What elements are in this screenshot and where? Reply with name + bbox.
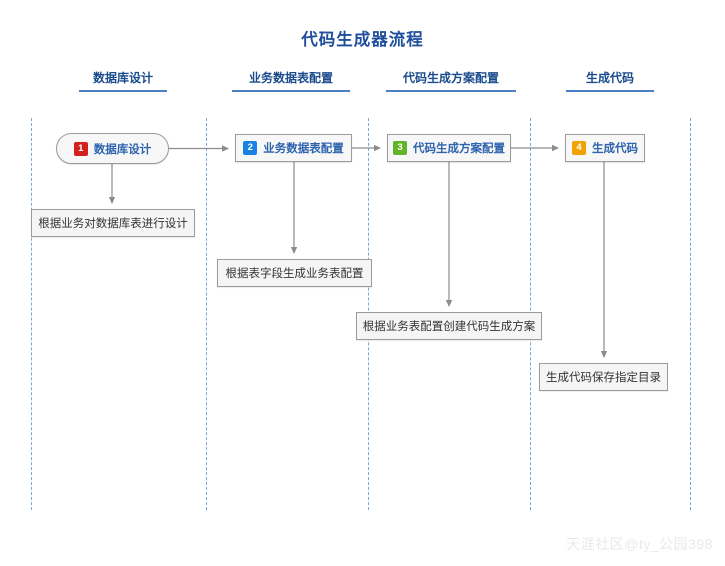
step-badge-4: 4	[572, 141, 586, 155]
lane-divider-1	[31, 118, 32, 510]
flow-node-generate-code[interactable]: 4 生成代码	[565, 134, 645, 162]
flow-node-label: 数据库设计	[93, 143, 152, 156]
description-box-generate-code: 生成代码保存指定目录	[539, 363, 668, 391]
flow-node-label: 业务数据表配置	[263, 143, 344, 155]
flow-node-database-design[interactable]: 1 数据库设计	[56, 133, 169, 164]
description-box-business-table-config: 根据表字段生成业务表配置	[217, 259, 372, 287]
watermark: 天涯社区@ty_公园398	[566, 536, 713, 552]
lane-header-codegen-plan-config: 代码生成方案配置	[386, 70, 516, 92]
step-badge-2: 2	[243, 141, 258, 155]
lane-header-business-table-config: 业务数据表配置	[232, 70, 350, 92]
page-title: 代码生成器流程	[301, 31, 424, 49]
lane-header-generate-code: 生成代码	[566, 70, 654, 92]
lane-divider-2	[206, 118, 207, 510]
step-badge-1: 1	[73, 141, 88, 156]
lane-header-database-design: 数据库设计	[79, 70, 167, 92]
flow-node-label: 代码生成方案配置	[413, 143, 505, 155]
flow-node-codegen-plan-config[interactable]: 3 代码生成方案配置	[387, 134, 511, 162]
description-box-database-design: 根据业务对数据库表进行设计	[31, 209, 195, 237]
flow-node-label: 生成代码	[592, 143, 638, 155]
lane-divider-5	[690, 118, 691, 510]
description-box-codegen-plan-config: 根据业务表配置创建代码生成方案	[356, 312, 542, 340]
flow-node-business-table-config[interactable]: 2 业务数据表配置	[235, 134, 352, 162]
step-badge-3: 3	[393, 141, 407, 155]
